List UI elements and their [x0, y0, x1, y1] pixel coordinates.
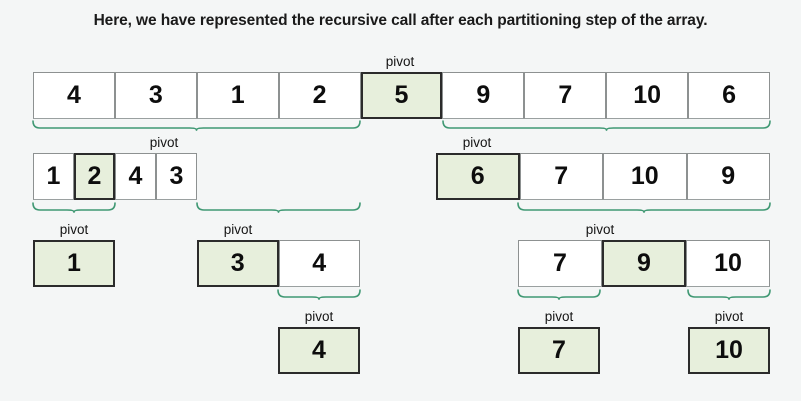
array-cell: 10	[686, 240, 770, 287]
brace-l2-right-left-arm	[517, 202, 645, 213]
pivot-label-l3-3: pivot	[223, 222, 253, 237]
pivot-label-l4-4: pivot	[304, 309, 334, 324]
pivot-label-l4-10: pivot	[714, 309, 744, 324]
pivot-label-root-5: pivot	[385, 54, 415, 69]
brace-l3-7-left-arm	[517, 289, 560, 300]
array-cell: 3	[156, 153, 197, 200]
brace-root-right-left-arm	[442, 120, 608, 131]
array-cell: 7	[519, 153, 603, 200]
array-cell: 4	[115, 153, 156, 200]
pivot-label-l3-9: pivot	[585, 222, 615, 237]
brace-root-left-left-arm	[32, 120, 198, 131]
brace-l3-10-left-arm	[687, 289, 730, 300]
array-cell: 1	[196, 72, 279, 119]
array-cell: 10	[606, 72, 689, 119]
array-cell-pivot: 7	[518, 327, 600, 374]
array-cell: 7	[518, 240, 602, 287]
array-cell-pivot: 1	[33, 240, 115, 287]
array-cell: 3	[114, 72, 197, 119]
array-cell-pivot: 2	[74, 153, 115, 200]
brace-l3-4-left-arm	[277, 289, 320, 300]
brace-l2-left-34-right-arm	[277, 202, 361, 213]
brace-l2-right-right-arm	[643, 202, 771, 213]
pivot-label-l3-1: pivot	[59, 222, 89, 237]
pivot-label-l2-6: pivot	[462, 135, 492, 150]
array-cell-pivot: 3	[197, 240, 279, 287]
array-cell: 9	[686, 153, 770, 200]
brace-l2-left-1-right-arm	[73, 202, 116, 213]
array-cell: 7	[524, 72, 607, 119]
brace-root-right-right-arm	[605, 120, 771, 131]
array-cell: 1	[33, 153, 74, 200]
array-cell-pivot: 4	[278, 327, 360, 374]
brace-l3-7-right-arm	[558, 289, 601, 300]
brace-l3-4-right-arm	[318, 289, 361, 300]
array-cell: 4	[278, 240, 360, 287]
array-cell: 2	[278, 72, 361, 119]
diagram-caption: Here, we have represented the recursive …	[93, 12, 708, 29]
array-cell-pivot: 6	[436, 153, 520, 200]
pivot-label-l2-2: pivot	[149, 135, 179, 150]
array-cell: 10	[603, 153, 687, 200]
brace-root-left-right-arm	[195, 120, 361, 131]
brace-l2-left-1-left-arm	[32, 202, 75, 213]
array-cell-pivot: 5	[360, 72, 443, 119]
array-cell-pivot: 10	[688, 327, 770, 374]
array-cell: 6	[688, 72, 770, 119]
array-cell: 4	[33, 72, 115, 119]
brace-l3-10-right-arm	[728, 289, 771, 300]
brace-l2-left-34-left-arm	[196, 202, 280, 213]
pivot-label-l4-7: pivot	[544, 309, 574, 324]
array-cell-pivot: 9	[602, 240, 686, 287]
array-cell: 9	[442, 72, 525, 119]
